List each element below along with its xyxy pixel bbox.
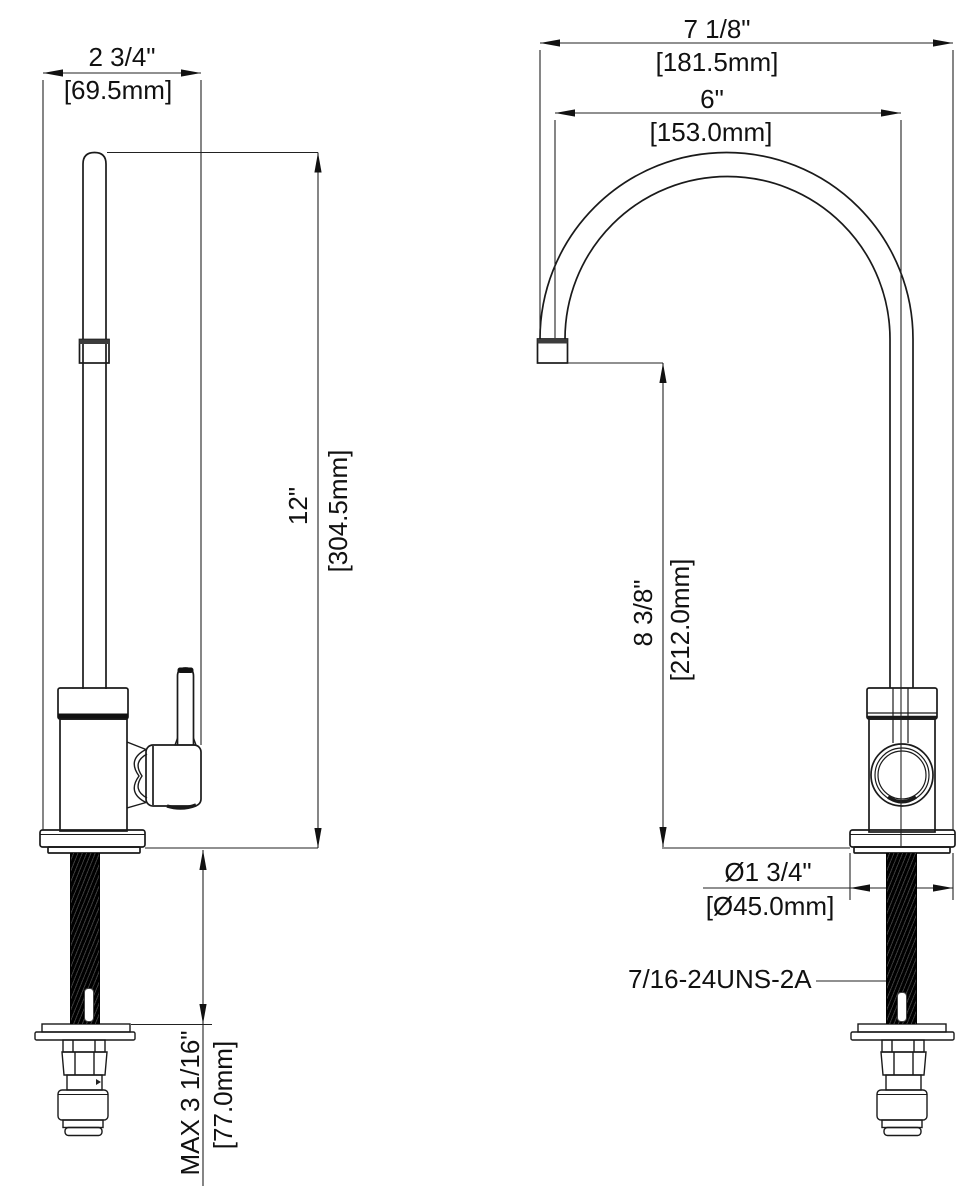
front-quick-connect-fitting xyxy=(876,1074,928,1137)
front-washer-plate xyxy=(850,1023,955,1041)
arrow-up-icon xyxy=(314,152,322,173)
side-body xyxy=(59,718,128,832)
side-spout-collar xyxy=(78,338,110,364)
dim-overall-reach xyxy=(539,39,954,830)
dim-max-counter xyxy=(131,850,212,1186)
front-spout-outlet xyxy=(536,338,569,364)
label-shank-thread: 7/16-24UNS-2A xyxy=(628,964,812,994)
arrow-left-icon xyxy=(555,109,575,117)
label-spout-reach-in: 6" xyxy=(700,84,724,114)
front-view-dimensions xyxy=(539,39,954,982)
label-overall-height-in: 12" xyxy=(283,487,313,525)
front-lock-nut xyxy=(880,1039,927,1076)
side-washer-plate xyxy=(34,1023,136,1041)
dim-spout-reach xyxy=(554,109,902,847)
label-overall-reach-in: 7 1/8" xyxy=(683,14,750,44)
front-handle-circle xyxy=(870,743,934,807)
arrow-down-icon xyxy=(199,1004,207,1024)
label-max-counter-mm: [77.0mm] xyxy=(208,1041,238,1149)
side-lock-nut xyxy=(61,1039,108,1076)
arrow-right-icon xyxy=(933,884,953,892)
front-spout-outer-arc xyxy=(539,151,914,688)
side-handle-neck xyxy=(126,741,148,809)
side-shank-slot xyxy=(84,988,94,1022)
side-handle-knob xyxy=(145,744,202,810)
arrow-left-icon xyxy=(850,884,870,892)
arrow-left-icon xyxy=(43,69,63,77)
label-spout-reach-mm: [153.0mm] xyxy=(650,117,773,147)
label-overall-height-mm: [304.5mm] xyxy=(323,450,353,573)
label-max-counter-in: MAX 3 1/16" xyxy=(175,1030,205,1175)
front-shank-slot xyxy=(897,992,907,1022)
arrow-left-icon xyxy=(540,39,560,47)
side-view xyxy=(34,151,202,1137)
arrow-right-icon xyxy=(881,109,901,117)
label-base-diameter-in: Ø1 3/4" xyxy=(724,857,811,887)
label-base-diameter-mm: [Ø45.0mm] xyxy=(706,891,835,921)
side-quick-connect-fitting xyxy=(57,1074,109,1137)
arrow-down-icon xyxy=(659,827,667,847)
dim-overall-height xyxy=(107,151,322,849)
label-base-width-mm: [69.5mm] xyxy=(64,75,172,105)
arrow-right-icon xyxy=(933,39,953,47)
front-base-flange xyxy=(849,829,956,854)
label-spout-height-mm: [212.0mm] xyxy=(665,559,695,682)
arrow-down-icon xyxy=(314,828,322,848)
front-view xyxy=(536,151,956,1137)
dim-spout-height xyxy=(567,362,850,849)
side-spout-tube xyxy=(82,151,107,689)
label-base-width-in: 2 3/4" xyxy=(88,42,155,72)
label-spout-height-in: 8 3/8" xyxy=(628,579,658,646)
front-body-cap xyxy=(866,687,938,720)
dim-base-width xyxy=(42,69,202,830)
arrow-up-icon xyxy=(659,363,667,383)
arrow-right-icon xyxy=(181,69,201,77)
side-view-dimensions xyxy=(42,69,322,1186)
front-body xyxy=(868,718,936,833)
side-body-cap-band xyxy=(58,713,128,719)
arrow-up-icon xyxy=(199,850,207,870)
dimension-labels: 2 3/4" [69.5mm] 12" [304.5mm] MAX 3 1/16… xyxy=(64,14,834,1176)
side-base-flange xyxy=(39,829,146,854)
label-overall-reach-mm: [181.5mm] xyxy=(656,47,779,77)
front-spout-inner-arc xyxy=(564,175,891,688)
side-handle-lever xyxy=(174,667,197,746)
